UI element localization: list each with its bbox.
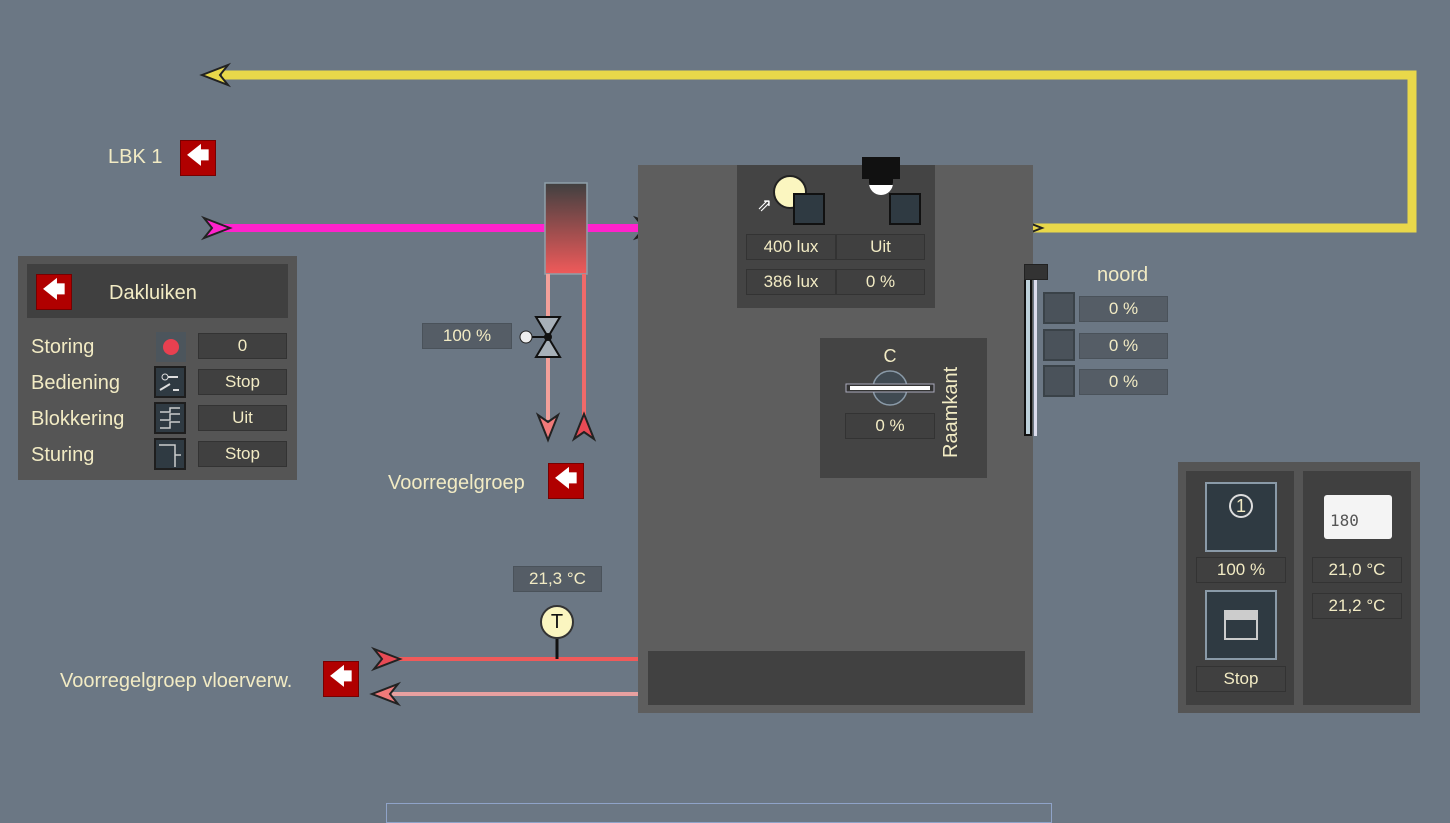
room-panel: ⇗ 400 lux Uit 386 lux 0 % C 0 % Raamkant: [638, 157, 1033, 713]
air-arrow-left-icon: [199, 62, 232, 88]
valve-position-value[interactable]: 100 %: [422, 323, 512, 349]
voorregelgroep-vloer-link-button[interactable]: 🡄: [323, 661, 359, 697]
temperature-sensor-icon: T: [540, 605, 574, 639]
sturing-value[interactable]: Stop: [198, 441, 287, 467]
thermostat-icon[interactable]: 180: [1324, 495, 1392, 539]
blind-icon[interactable]: [1043, 292, 1075, 324]
row-label: Sturing: [31, 444, 95, 466]
blind-icon[interactable]: [1043, 329, 1075, 361]
presence-dial-icon[interactable]: [889, 193, 921, 225]
bottom-panel: [386, 803, 1052, 823]
light-level: 0 %: [836, 269, 925, 295]
arrow-left-icon: 🡄: [42, 277, 66, 302]
voorregelgroep-label: Voorregelgroep: [388, 472, 525, 494]
presence-sensor-icon: [862, 157, 900, 179]
voorregelgroep-link-button[interactable]: 🡄: [548, 463, 584, 499]
alarm-dot-icon: [156, 332, 186, 362]
switch-icon[interactable]: [154, 366, 186, 398]
floor-heating-area: [648, 651, 1025, 705]
voorregelgroep-vloer-label: Voorregelgroep vloerverw.: [60, 670, 293, 692]
dakluiken-title: Dakluiken: [109, 282, 197, 304]
dakluiken-panel: 🡄 Dakluiken Storing Bediening Blokkering…: [18, 256, 297, 480]
dakluiken-link-button[interactable]: 🡄: [36, 274, 72, 310]
raamkant-value: 0 %: [845, 413, 935, 439]
heating-coil: [544, 182, 588, 275]
lbk-link-label: LBK 1: [108, 146, 163, 168]
supply-air-duct: [222, 70, 1417, 233]
raamkant-letter: C: [883, 346, 897, 366]
noord-title: noord: [1097, 264, 1149, 286]
unit-icon[interactable]: [1205, 590, 1277, 660]
arrow-left-icon: 🡄: [554, 466, 578, 491]
water-arrow-right-icon: [370, 646, 403, 672]
raamkant-panel: C 0 % Raamkant: [820, 338, 987, 478]
light-arrows-icon: ⇗: [757, 195, 773, 215]
unit-status: Stop: [1196, 666, 1286, 692]
row-label: Blokkering: [31, 408, 125, 430]
lighting-panel: ⇗ 400 lux Uit 386 lux 0 %: [737, 157, 935, 308]
presence-value: Uit: [836, 234, 925, 260]
row-label: Bediening: [31, 372, 120, 394]
air-arrow-right-icon: [200, 215, 233, 241]
control-signal-icon[interactable]: [154, 438, 186, 470]
fan-level-button[interactable]: 1: [1205, 482, 1277, 552]
fan-value: 100 %: [1196, 557, 1286, 583]
floor-temp-value: 21,3 °C: [513, 566, 602, 592]
water-arrow-left-icon: [369, 681, 402, 707]
blocking-steps-icon[interactable]: [154, 402, 186, 434]
temp-measured: 21,2 °C: [1312, 593, 1402, 619]
water-arrow-down-icon: [535, 412, 561, 443]
fan-level: 1: [1228, 494, 1253, 518]
lbk-link-button[interactable]: 🡄: [180, 140, 216, 176]
valve-icon: [519, 316, 562, 358]
bediening-value[interactable]: Stop: [198, 369, 287, 395]
blind-value: 0 %: [1079, 369, 1168, 395]
induction-unit-icon: [845, 370, 935, 406]
lux-measured: 386 lux: [746, 269, 836, 295]
room-control-panel: 1 100 % Stop 180 21,0 °C 21,2 °C: [1178, 462, 1420, 713]
raamkant-title: Raamkant: [940, 366, 962, 458]
water-arrow-up-icon: [571, 411, 597, 442]
blind-value: 0 %: [1079, 296, 1168, 322]
arrow-left-icon: 🡄: [329, 664, 353, 689]
thermostat-display: 180: [1330, 511, 1359, 530]
presence-lens: [869, 179, 893, 195]
setpoint-dial-icon[interactable]: [793, 193, 825, 225]
storing-value: 0: [198, 333, 287, 359]
arrow-left-icon: 🡄: [186, 143, 210, 168]
blokkering-value[interactable]: Uit: [198, 405, 287, 431]
window-blind-icon: [1022, 264, 1048, 436]
lux-setpoint[interactable]: 400 lux: [746, 234, 836, 260]
blind-value: 0 %: [1079, 333, 1168, 359]
row-label: Storing: [31, 336, 95, 358]
temp-setpoint[interactable]: 21,0 °C: [1312, 557, 1402, 583]
blind-icon[interactable]: [1043, 365, 1075, 397]
